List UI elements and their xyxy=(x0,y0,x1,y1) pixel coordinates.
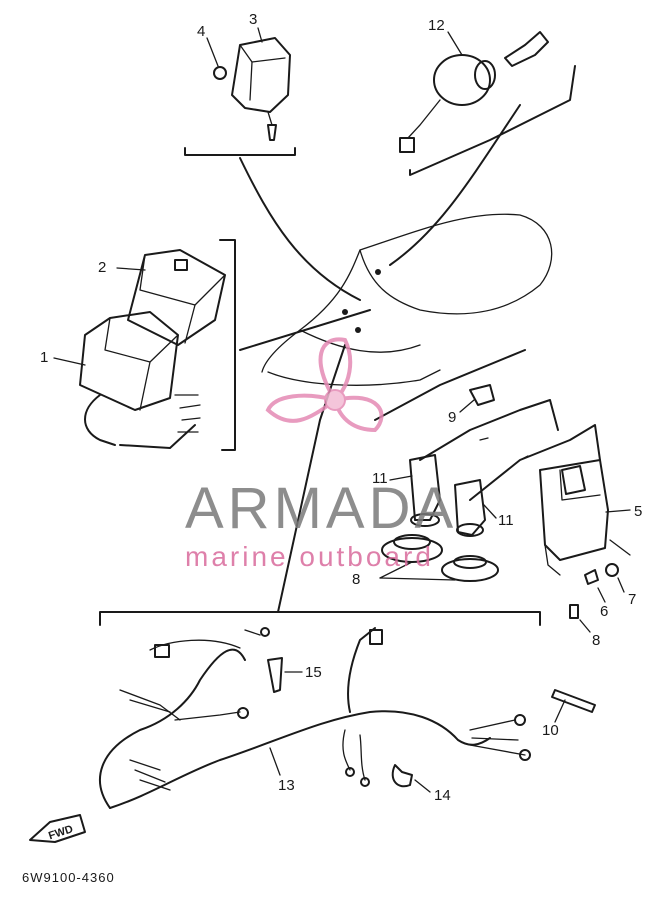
group-coil: 9 11 11 8 5 xyxy=(352,384,642,649)
part-5-coil xyxy=(539,459,631,576)
part-4-nut xyxy=(206,37,227,80)
callout-16: 15 xyxy=(305,664,322,681)
watermark-tagline: marine outboard xyxy=(185,541,434,572)
callout-2: 2 xyxy=(98,259,106,276)
part-14-harness xyxy=(99,648,246,809)
part-11-cap-a xyxy=(409,454,441,527)
group-top-left: 3 4 xyxy=(184,11,361,301)
watermark: ARMADA marine outboard xyxy=(185,337,457,572)
watermark-brand: ARMADA xyxy=(185,476,457,541)
part-7-washer xyxy=(605,563,619,577)
callout-14: 13 xyxy=(278,777,295,794)
callout-4: 4 xyxy=(197,23,205,40)
part-8-terminal xyxy=(569,604,579,619)
part-10-tie xyxy=(551,689,596,713)
part-1-unit xyxy=(79,311,201,449)
callout-10: 10 xyxy=(542,722,559,739)
part-11-cap-b xyxy=(454,479,486,537)
propeller-logo-icon xyxy=(265,337,384,433)
callout-7: 7 xyxy=(628,591,636,608)
callout-8: 8 xyxy=(592,632,600,649)
diagram-code: 6W9100-4360 xyxy=(22,870,115,885)
callout-12: 8 xyxy=(352,571,360,588)
engine-outline xyxy=(239,213,553,613)
part-2-bracket xyxy=(127,249,226,346)
part-3-cover xyxy=(231,37,291,141)
fwd-direction-arrow: FWD xyxy=(29,814,86,843)
callout-13: 12 xyxy=(428,17,445,34)
part-15-clamp xyxy=(391,764,413,788)
group-left: 2 1 xyxy=(40,239,236,451)
callout-6: 6 xyxy=(600,603,608,620)
part-6-bolt xyxy=(584,569,599,585)
callout-11a: 11 xyxy=(372,470,388,487)
part-9-clip xyxy=(469,384,495,406)
callout-5: 5 xyxy=(634,503,642,520)
group-harness: 13 14 15 10 xyxy=(99,611,596,809)
callout-9: 9 xyxy=(448,409,456,426)
part-13-switch xyxy=(399,31,549,153)
callout-11b: 11 xyxy=(498,512,514,529)
group-top-right: 12 xyxy=(389,17,576,266)
part-16-holder xyxy=(267,657,283,693)
callout-3: 3 xyxy=(249,11,257,28)
callout-1: 1 xyxy=(40,349,48,366)
callout-15: 14 xyxy=(434,787,451,804)
